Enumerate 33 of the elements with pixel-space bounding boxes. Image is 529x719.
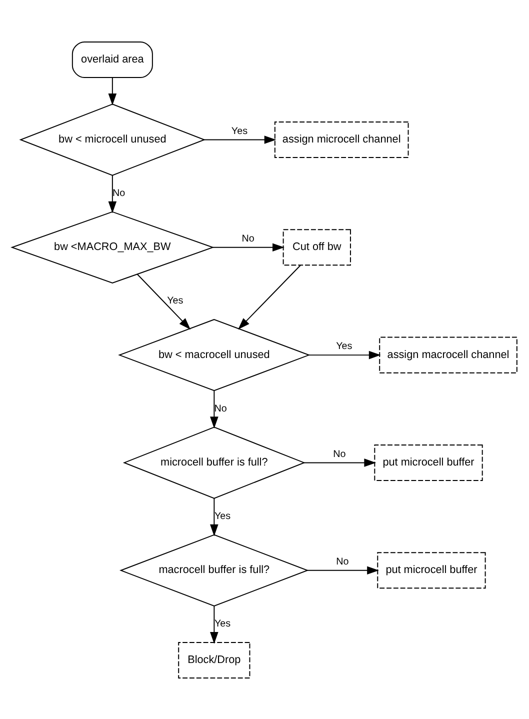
node-box: Block/Drop [178, 642, 250, 678]
arrow [210, 390, 218, 428]
edge-label: No [242, 232, 254, 244]
arrow [308, 350, 381, 359]
node-diamond: bw < microcell unused [19, 103, 206, 176]
node-diamond: macrocell buffer is full? [120, 534, 309, 606]
arrow [108, 174, 117, 213]
arrow [238, 264, 301, 330]
node-diamond: microcell buffer is full? [122, 426, 306, 498]
node-box: overlaid area [72, 40, 153, 78]
node-box: assign microcell channel [274, 120, 409, 158]
arrow [212, 242, 284, 252]
node-box: put microcell buffer [374, 444, 483, 480]
edge-label: Yes [214, 510, 231, 522]
node-box: put microcell buffer [377, 552, 486, 588]
arrow [210, 497, 218, 536]
arrow [304, 458, 376, 466]
arrow [306, 566, 379, 574]
node-box: Cut off bw [282, 228, 351, 266]
node-box: assign macrocell channel [379, 336, 518, 373]
arrow [210, 605, 218, 644]
arrow [204, 135, 276, 144]
node-diamond: bw <MACRO_MAX_BW [10, 210, 214, 283]
edge-label: Yes [167, 295, 184, 306]
edge-label: No [112, 188, 126, 199]
arrow [108, 76, 117, 105]
edge-label: Yes [336, 340, 352, 352]
edge-label: Yes [214, 618, 231, 630]
edge-label: Yes [231, 125, 248, 136]
arrow [136, 273, 191, 330]
edge-label: No [214, 402, 227, 414]
edge-label: No [336, 556, 349, 567]
edge-label: No [333, 448, 346, 460]
